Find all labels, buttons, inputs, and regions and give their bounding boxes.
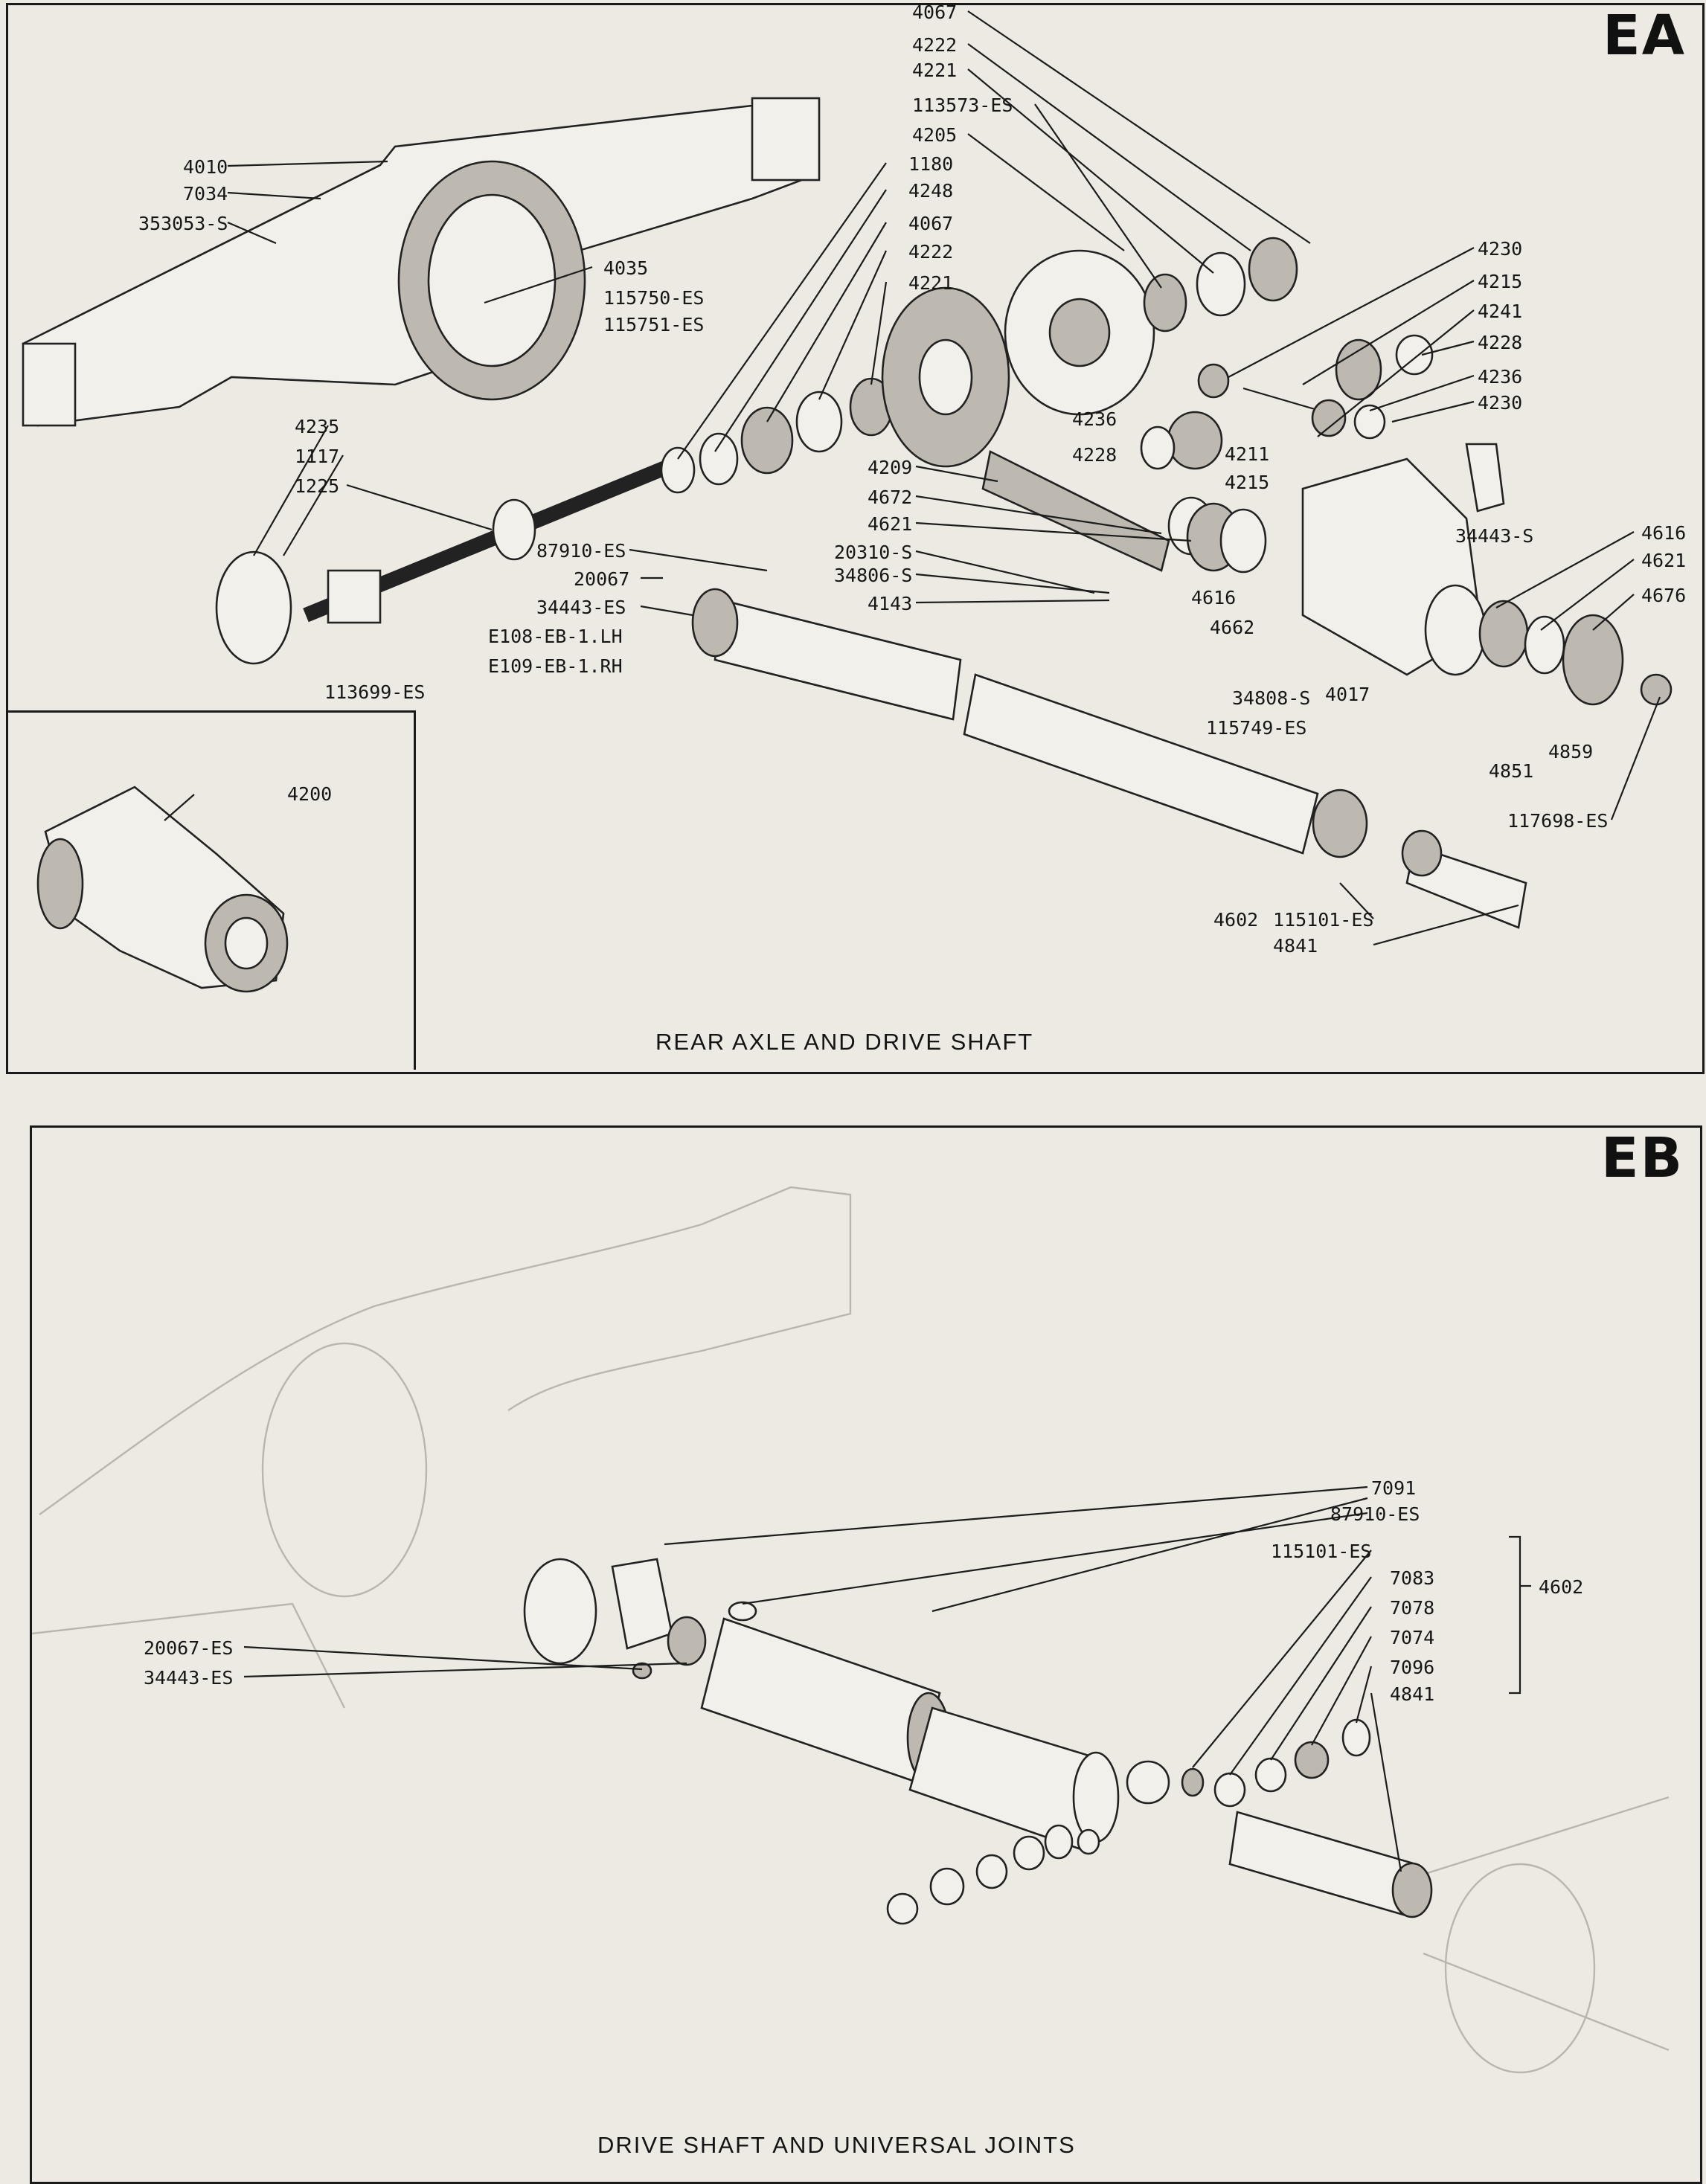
part-label: 4228: [1478, 332, 1522, 353]
part-label: 4248: [908, 180, 953, 202]
part-label: 4616: [1191, 587, 1236, 608]
part-label: 34443-ES: [536, 597, 626, 618]
part-label: 4241: [1478, 301, 1522, 322]
part-label: 7091: [1371, 1477, 1416, 1499]
part-label: 4067: [912, 5, 957, 23]
part-label: 4228: [1072, 444, 1117, 466]
panel-ea: EA REAR AXLE AND DRIVE SHAFT: [6, 3, 1705, 1074]
differential-gears: [1140, 334, 1434, 470]
part-label: 4236: [1478, 366, 1522, 388]
leader-lines: [227, 10, 1661, 946]
drive-shaft-exploded-drawing: 7091 87910-ES 115101-ES 7083 7078 7074 7…: [32, 1186, 1670, 2074]
part-label: 4205: [912, 124, 957, 146]
part-label: 1117: [295, 446, 339, 467]
part-label: 4841: [1273, 935, 1318, 957]
part-label: 4851: [1489, 760, 1533, 782]
axle-housing: [22, 97, 821, 427]
part-label: 4230: [1478, 392, 1522, 414]
eb-leader-lines: [243, 1486, 1531, 1872]
eb-labels: 7091 87910-ES 115101-ES 7083 7078 7074 7…: [144, 1477, 1583, 1705]
part-label: 4230: [1478, 238, 1522, 260]
part-label: 34806-S: [834, 565, 912, 586]
part-label: 115101-ES: [1273, 909, 1373, 931]
part-label: 34443-ES: [144, 1667, 233, 1689]
part-label: 115749-ES: [1206, 717, 1306, 739]
part-label: 4602: [1213, 909, 1258, 931]
part-label: 4209: [868, 457, 912, 478]
part-label: 7083: [1390, 1567, 1434, 1589]
part-label: 117698-ES: [1507, 810, 1608, 832]
part-label: 4143: [868, 593, 912, 614]
carrier-assembly-drawing: 4200: [36, 783, 332, 993]
part-label: 4215: [1478, 271, 1522, 292]
panel-caption: DRIVE SHAFT AND UNIVERSAL JOINTS: [597, 2132, 1076, 2158]
part-label: 4222: [912, 34, 957, 56]
part-label: E108-EB-1.LH: [488, 626, 623, 647]
part-label: 113573-ES: [912, 94, 1013, 116]
ea-labels: 4067 4222 4221 113573-ES 4205 1180 4248 …: [138, 5, 1686, 957]
rear-axle-exploded-drawing: 4067 4222 4221 113573-ES 4205 1180 4248 …: [22, 5, 1686, 957]
inset-carrier: 4200: [8, 710, 416, 1070]
part-label: 353053-S: [138, 213, 228, 234]
part-label: 7034: [183, 183, 228, 205]
part-label: 4602: [1539, 1576, 1583, 1598]
ghost-axle-outline: [32, 1186, 1670, 2074]
part-label: 4222: [908, 241, 953, 263]
part-label: 115751-ES: [603, 314, 704, 335]
part-label: 4236: [1072, 408, 1117, 430]
panel-tag: EA: [1603, 4, 1686, 68]
part-label: 1225: [295, 475, 339, 497]
part-label: 4841: [1390, 1683, 1434, 1705]
part-label: 4035: [603, 257, 648, 279]
bearing-stack: [660, 286, 1010, 494]
differential-case: [1004, 237, 1298, 416]
shaft-tube: [700, 1617, 1120, 1851]
part-label: 4672: [868, 486, 912, 508]
part-label: 4235: [295, 416, 339, 437]
small-parts: [886, 1718, 1433, 1925]
ujoint-assembly: [523, 1558, 757, 1680]
part-label: 7078: [1390, 1597, 1434, 1619]
inset-label: 4200: [287, 783, 332, 805]
part-label: 7096: [1390, 1657, 1434, 1678]
part-label: 4221: [908, 272, 953, 294]
part-label: 4067: [908, 213, 953, 234]
part-label: 34443-S: [1455, 525, 1533, 547]
part-label: 115750-ES: [603, 287, 704, 309]
part-label: 7074: [1390, 1627, 1434, 1648]
part-label: 87910-ES: [1330, 1503, 1420, 1525]
drive-shaft: [691, 588, 1527, 929]
part-label: 4621: [1641, 550, 1686, 571]
part-label: 4010: [183, 156, 228, 178]
panel-eb: EB DRIVE SHAFT AND UNIVERSAL JOINTS: [30, 1125, 1702, 2184]
part-label: 34808-S: [1232, 687, 1310, 709]
part-label: 4211: [1225, 443, 1269, 465]
part-label: 4662: [1210, 617, 1254, 638]
panel-caption: REAR AXLE AND DRIVE SHAFT: [655, 1029, 1034, 1055]
part-label: 1180: [908, 153, 953, 175]
part-label: 4621: [868, 513, 912, 535]
axle-shaft: [215, 455, 681, 665]
part-label: E109-EB-1.RH: [488, 655, 623, 677]
part-label: 20067-ES: [144, 1637, 233, 1659]
part-label: 20067: [574, 568, 629, 590]
part-label: 4215: [1225, 472, 1269, 493]
part-label: 115101-ES: [1271, 1541, 1371, 1562]
part-label: 87910-ES: [536, 540, 626, 562]
part-label: 20310-S: [834, 542, 912, 563]
pinion-carrier: [981, 443, 1673, 706]
panel-tag: EB: [1601, 1126, 1684, 1190]
part-label: 4676: [1641, 585, 1686, 606]
part-label: 113699-ES: [324, 681, 425, 703]
part-label: 4221: [912, 60, 957, 81]
part-label: 4017: [1325, 684, 1370, 705]
part-label: 4616: [1641, 522, 1686, 544]
part-label: 4859: [1548, 741, 1593, 762]
